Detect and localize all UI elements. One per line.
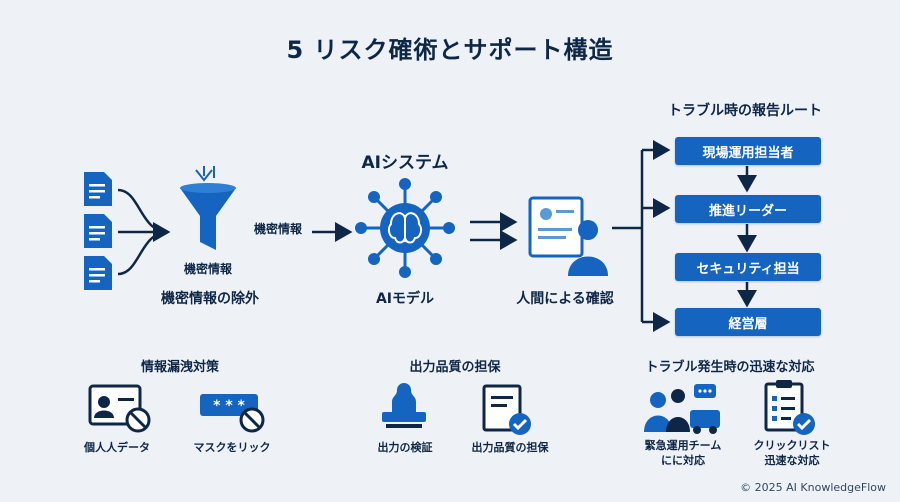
document-icon xyxy=(84,256,112,290)
converging-arrows xyxy=(117,188,171,276)
section-heading-rapid-response: トラブル発生時の迅速な対応 xyxy=(645,360,815,375)
ai-brain-icon xyxy=(355,178,455,278)
route-box-field-operator: 現場運用担当者 xyxy=(675,137,821,165)
emergency-team-icon xyxy=(644,384,720,434)
checklist-icon xyxy=(764,380,815,435)
svg-text:* * *: * * * xyxy=(213,398,245,414)
item-label-emergency-team: 緊急運用チーム にに対応 xyxy=(644,439,722,467)
route-box-security: セキュリティ担当 xyxy=(675,253,821,281)
footer-copyright: © 2025 AI KnowledgeFlow xyxy=(740,481,886,494)
funnel-icon xyxy=(180,166,236,250)
checked-document-icon xyxy=(482,384,531,435)
route-connector xyxy=(612,140,757,332)
ai-model-label: AIモデル xyxy=(375,291,435,307)
route-box-lead: 推進リーダー xyxy=(675,195,821,223)
human-review-icon xyxy=(528,196,608,276)
item-label-mask: マスクをリック xyxy=(193,441,271,454)
item-label-checklist: クリックリスト 迅速な対応 xyxy=(753,439,831,467)
arrow-label: 機密情報 xyxy=(253,222,302,236)
document-icon xyxy=(84,214,112,248)
document-icon xyxy=(84,172,112,206)
item-label-output-verify: 出力の検証 xyxy=(377,441,433,454)
double-arrow xyxy=(470,212,518,250)
funnel-caption: 機密情報 xyxy=(183,262,232,276)
item-label-personal-data: 個人人データ xyxy=(84,441,150,454)
item-label-output-quality: 出力品質の担保 xyxy=(471,441,549,454)
route-box-executive: 経営層 xyxy=(675,308,821,336)
page-title: 5 リスク確術とサポート構造 xyxy=(286,36,614,64)
route-heading: トラブル時の報告ルート xyxy=(668,103,822,119)
ai-system-heading: AIシステム xyxy=(361,153,449,173)
masked-password-blocked-icon: * * * xyxy=(200,394,265,433)
section-heading-leak-prevention: 情報漏洩対策 xyxy=(140,360,219,375)
stamp-icon xyxy=(382,383,426,428)
step-exclusion-label: 機密情報の除外 xyxy=(161,291,259,307)
human-review-label: 人間による確認 xyxy=(516,291,614,307)
section-heading-output-quality: 出力品質の担保 xyxy=(409,360,501,375)
id-card-blocked-icon xyxy=(88,384,151,433)
